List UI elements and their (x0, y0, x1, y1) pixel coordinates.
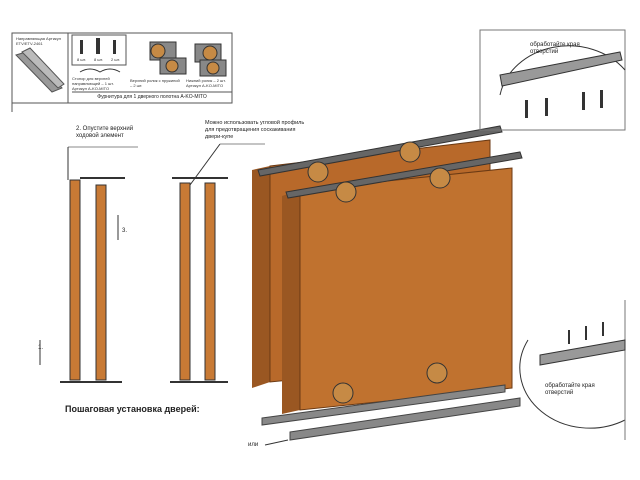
stopper-label: Стопор для верхней направляющей – 1 шт. … (72, 76, 114, 91)
or-label: или (248, 442, 259, 448)
lower-roller-label: Нижний ролик – 2 шт. Артикул A-KO-MITO (186, 78, 226, 88)
upper-roller-label: Верхний ролик с пружиной – 2 шт. (130, 78, 180, 88)
top-detail-note: обработайте края отверстий (530, 42, 580, 55)
corner-profile-note: Можно использовать угловой профиль для п… (205, 120, 305, 140)
bottom-detail-note: обработайте края отверстий (545, 383, 595, 396)
step3-label: 3. (122, 228, 128, 234)
sliding-doors (252, 125, 523, 446)
kit-caption: Фурнитура для 1 дверного полотна A-KO-MI… (97, 94, 207, 100)
detail-top (479, 29, 626, 131)
rail-label: Направляющая Артикул ETV/ETV-2461 (16, 36, 61, 46)
screw-count-1: 8 шт. (77, 57, 87, 62)
detail-bottom (519, 300, 626, 440)
step2-text: 2. Опустите верхний ходовой элемент (76, 126, 134, 139)
rail-profile-icon (15, 47, 65, 93)
kit-box (11, 32, 233, 112)
screw-count-2: 8 шт. (94, 57, 104, 62)
screws-icon (80, 38, 116, 54)
screw-count-3: 2 шт. (111, 57, 121, 62)
step-doors-left (39, 143, 265, 383)
rollers-icon (79, 41, 227, 77)
step1-label: 1. (38, 345, 44, 351)
step-title: Пошаговая установка дверей: (65, 404, 200, 414)
